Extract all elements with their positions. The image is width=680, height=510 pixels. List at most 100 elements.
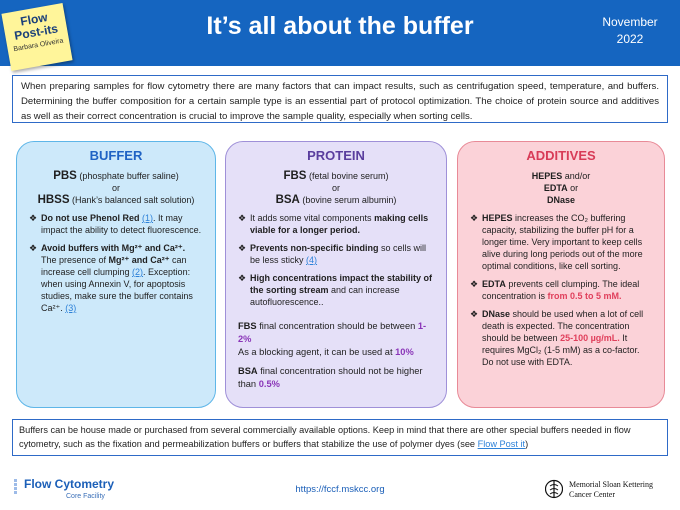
hbss-line: HBSS (Hank’s balanced salt solution) <box>29 194 203 206</box>
edta-text: prevents cell clumping. The ideal concen… <box>482 279 640 301</box>
intro-paragraph: When preparing samples for flow cytometr… <box>12 75 668 123</box>
dnase-bold: DNase <box>482 309 511 319</box>
reference-link-3[interactable]: (3) <box>65 303 77 313</box>
diamond-bullet-icon: ❖ <box>470 213 479 223</box>
buffer-bullet-mg-ca: ❖ Avoid buffers with Mg²⁺ and Ca²⁺. The … <box>29 242 203 314</box>
hepes-line: HEPES and/or <box>470 170 652 182</box>
logo-left-subtitle: Core Facility <box>66 493 105 500</box>
page-title: It’s all about the buffer <box>206 12 474 40</box>
edta-value: from 0.5 to 5 mM. <box>547 291 622 301</box>
hepes-bold: HEPES <box>482 213 513 223</box>
hbss-label: HBSS <box>37 194 70 206</box>
footnote-box: Buffers can be house made or purchased f… <box>12 419 668 456</box>
mg-ca-text-1: The presence of <box>41 255 109 265</box>
flow-post-it-link[interactable]: Flow Post it <box>477 439 526 449</box>
edta-bold: EDTA <box>482 279 506 289</box>
website-link[interactable]: https://fccf.mskcc.org <box>295 484 385 495</box>
phenol-red-warning: Do not use Phenol Red <box>41 213 140 223</box>
additives-bullet-dnase: ❖ DNase should be used when a lot of cel… <box>470 308 652 368</box>
or-label: or <box>567 183 579 193</box>
reference-link-4[interactable]: (4) <box>306 255 318 265</box>
fbs-conc-text: final concentration should be between <box>256 321 418 331</box>
protein-bullet-binding: ❖ Prevents non-specific binding so cells… <box>238 242 434 266</box>
protein-bullet-viable: ❖ It adds some vital components making c… <box>238 212 434 236</box>
header-banner: Flow Post-its Barbara Oliveira It’s all … <box>0 0 680 71</box>
or-label: or <box>331 183 340 193</box>
fbs-label: FBS <box>283 170 307 182</box>
viable-bold: making cells viable for a longer period. <box>250 213 429 235</box>
viable-text: It adds some vital components <box>250 213 375 223</box>
dnase-value: 25-100 µg/mL. <box>560 333 620 343</box>
logo-right-line-2: Cancer Center <box>569 490 615 499</box>
protein-title: PROTEIN <box>307 148 365 163</box>
additives-panel: ADDITIVES HEPES and/or EDTA or DNase ❖ H… <box>457 141 665 408</box>
flow-cytometry-logo: Flow Cytometry Core Facility <box>14 474 134 504</box>
logo-left-title: Flow Cytometry <box>24 477 115 491</box>
stream-text: and can increase autofluorescence.. <box>250 285 400 307</box>
mskcc-logo: Memorial Sloan Kettering Cancer Center <box>545 477 670 505</box>
pbs-description: (phosphate buffer saline) <box>79 171 179 181</box>
fbs-line: FBS (fetal bovine serum) <box>238 170 434 182</box>
date-month: November <box>602 15 658 29</box>
mg-ca-text-3: . Exception: when using Annexin V, for a… <box>41 267 193 313</box>
bsa-conc-value: 0.5% <box>258 379 280 389</box>
reference-link-1[interactable]: (1) <box>142 213 154 223</box>
diamond-bullet-icon: ❖ <box>470 309 479 319</box>
mskcc-emblem-icon <box>545 479 563 499</box>
edta-label: EDTA <box>543 183 568 193</box>
mg-ca-text-2: can increase cell clumping <box>41 255 187 277</box>
additives-bullet-hepes: ❖ HEPES increases the CO₂ buffering capa… <box>470 212 652 272</box>
dnase-label: DNase <box>546 195 575 205</box>
bsa-concentration: BSA final concentration should not be hi… <box>238 365 434 391</box>
hbss-description: (Hank’s balanced salt solution) <box>72 195 195 205</box>
diamond-bullet-icon: ❖ <box>29 243 38 253</box>
additives-bullet-edta: ❖ EDTA prevents cell clumping. The ideal… <box>470 278 652 302</box>
pbs-line: PBS (phosphate buffer saline) <box>29 170 203 182</box>
or-label: or <box>111 183 120 193</box>
diamond-bullet-icon: ❖ <box>470 279 479 289</box>
issue-date: November 2022 <box>590 14 670 48</box>
hepes-label: HEPES <box>531 171 563 181</box>
fbs-conc-label: FBS <box>238 321 257 331</box>
phenol-red-text: . It may impact the ability to detect fl… <box>41 213 202 235</box>
diamond-bullet-icon: ❖ <box>238 213 247 223</box>
dnase-text-2: It requires MgCl₂ (1-5 mM) as a co-facto… <box>482 333 640 367</box>
dnase-text: should be used when a lot of cell death … <box>482 309 644 343</box>
flow-post-its-note: Flow Post-its Barbara Oliveira <box>1 3 73 71</box>
footnote-text: Buffers can be house made or purchased f… <box>19 425 631 449</box>
diamond-bullet-icon: ❖ <box>238 273 247 283</box>
mg-ca-bold: Mg²⁺ and Ca²⁺ <box>108 255 170 265</box>
fbs-block-value: 10% <box>395 347 414 357</box>
mg-ca-warning: Avoid buffers with Mg²⁺ and Ca²⁺. <box>41 243 186 253</box>
and-or-label: and/or <box>562 171 591 181</box>
bsa-conc-label: BSA <box>238 366 258 376</box>
logo-right-line-1: Memorial Sloan Kettering <box>569 480 653 489</box>
date-year: 2022 <box>616 32 644 46</box>
hepes-text: increases the CO₂ buffering capacity, st… <box>482 213 643 271</box>
fbs-conc-value: 1-2% <box>238 321 427 344</box>
protein-panel: PROTEIN FBS (fetal bovine serum) or BSA … <box>225 141 447 408</box>
binding-text: so cells will be less sticky <box>250 243 427 265</box>
stream-bold: High concentrations impact the stability… <box>250 273 433 295</box>
edta-line: EDTA or <box>470 182 652 194</box>
additives-title: ADDITIVES <box>526 148 596 163</box>
buffer-panel: BUFFER PBS (phosphate buffer saline) or … <box>16 141 216 408</box>
buffer-bullet-phenol: ❖ Do not use Phenol Red (1). It may impa… <box>29 212 203 236</box>
diamond-bullet-icon: ❖ <box>29 213 38 223</box>
fbs-description: (fetal bovine serum) <box>308 171 389 181</box>
dots-icon <box>14 478 22 496</box>
dnase-line: DNase <box>470 194 652 206</box>
footnote-end: ) <box>525 439 529 449</box>
bsa-description: (bovine serum albumin) <box>302 195 397 205</box>
bsa-conc-text: final concentration should not be higher… <box>238 366 423 389</box>
pbs-label: PBS <box>53 170 77 182</box>
bsa-label: BSA <box>275 194 300 206</box>
fbs-block-text: As a blocking agent, it can be used at <box>238 347 396 357</box>
fbs-concentration: FBS final concentration should be betwee… <box>238 320 434 359</box>
buffer-title: BUFFER <box>89 148 143 163</box>
bsa-line: BSA (bovine serum albumin) <box>238 194 434 206</box>
reference-link-2[interactable]: (2) <box>132 267 144 277</box>
diamond-bullet-icon: ❖ <box>238 243 247 253</box>
protein-bullet-stream: ❖ High concentrations impact the stabili… <box>238 272 434 308</box>
binding-bold: Prevents non-specific binding <box>250 243 379 253</box>
